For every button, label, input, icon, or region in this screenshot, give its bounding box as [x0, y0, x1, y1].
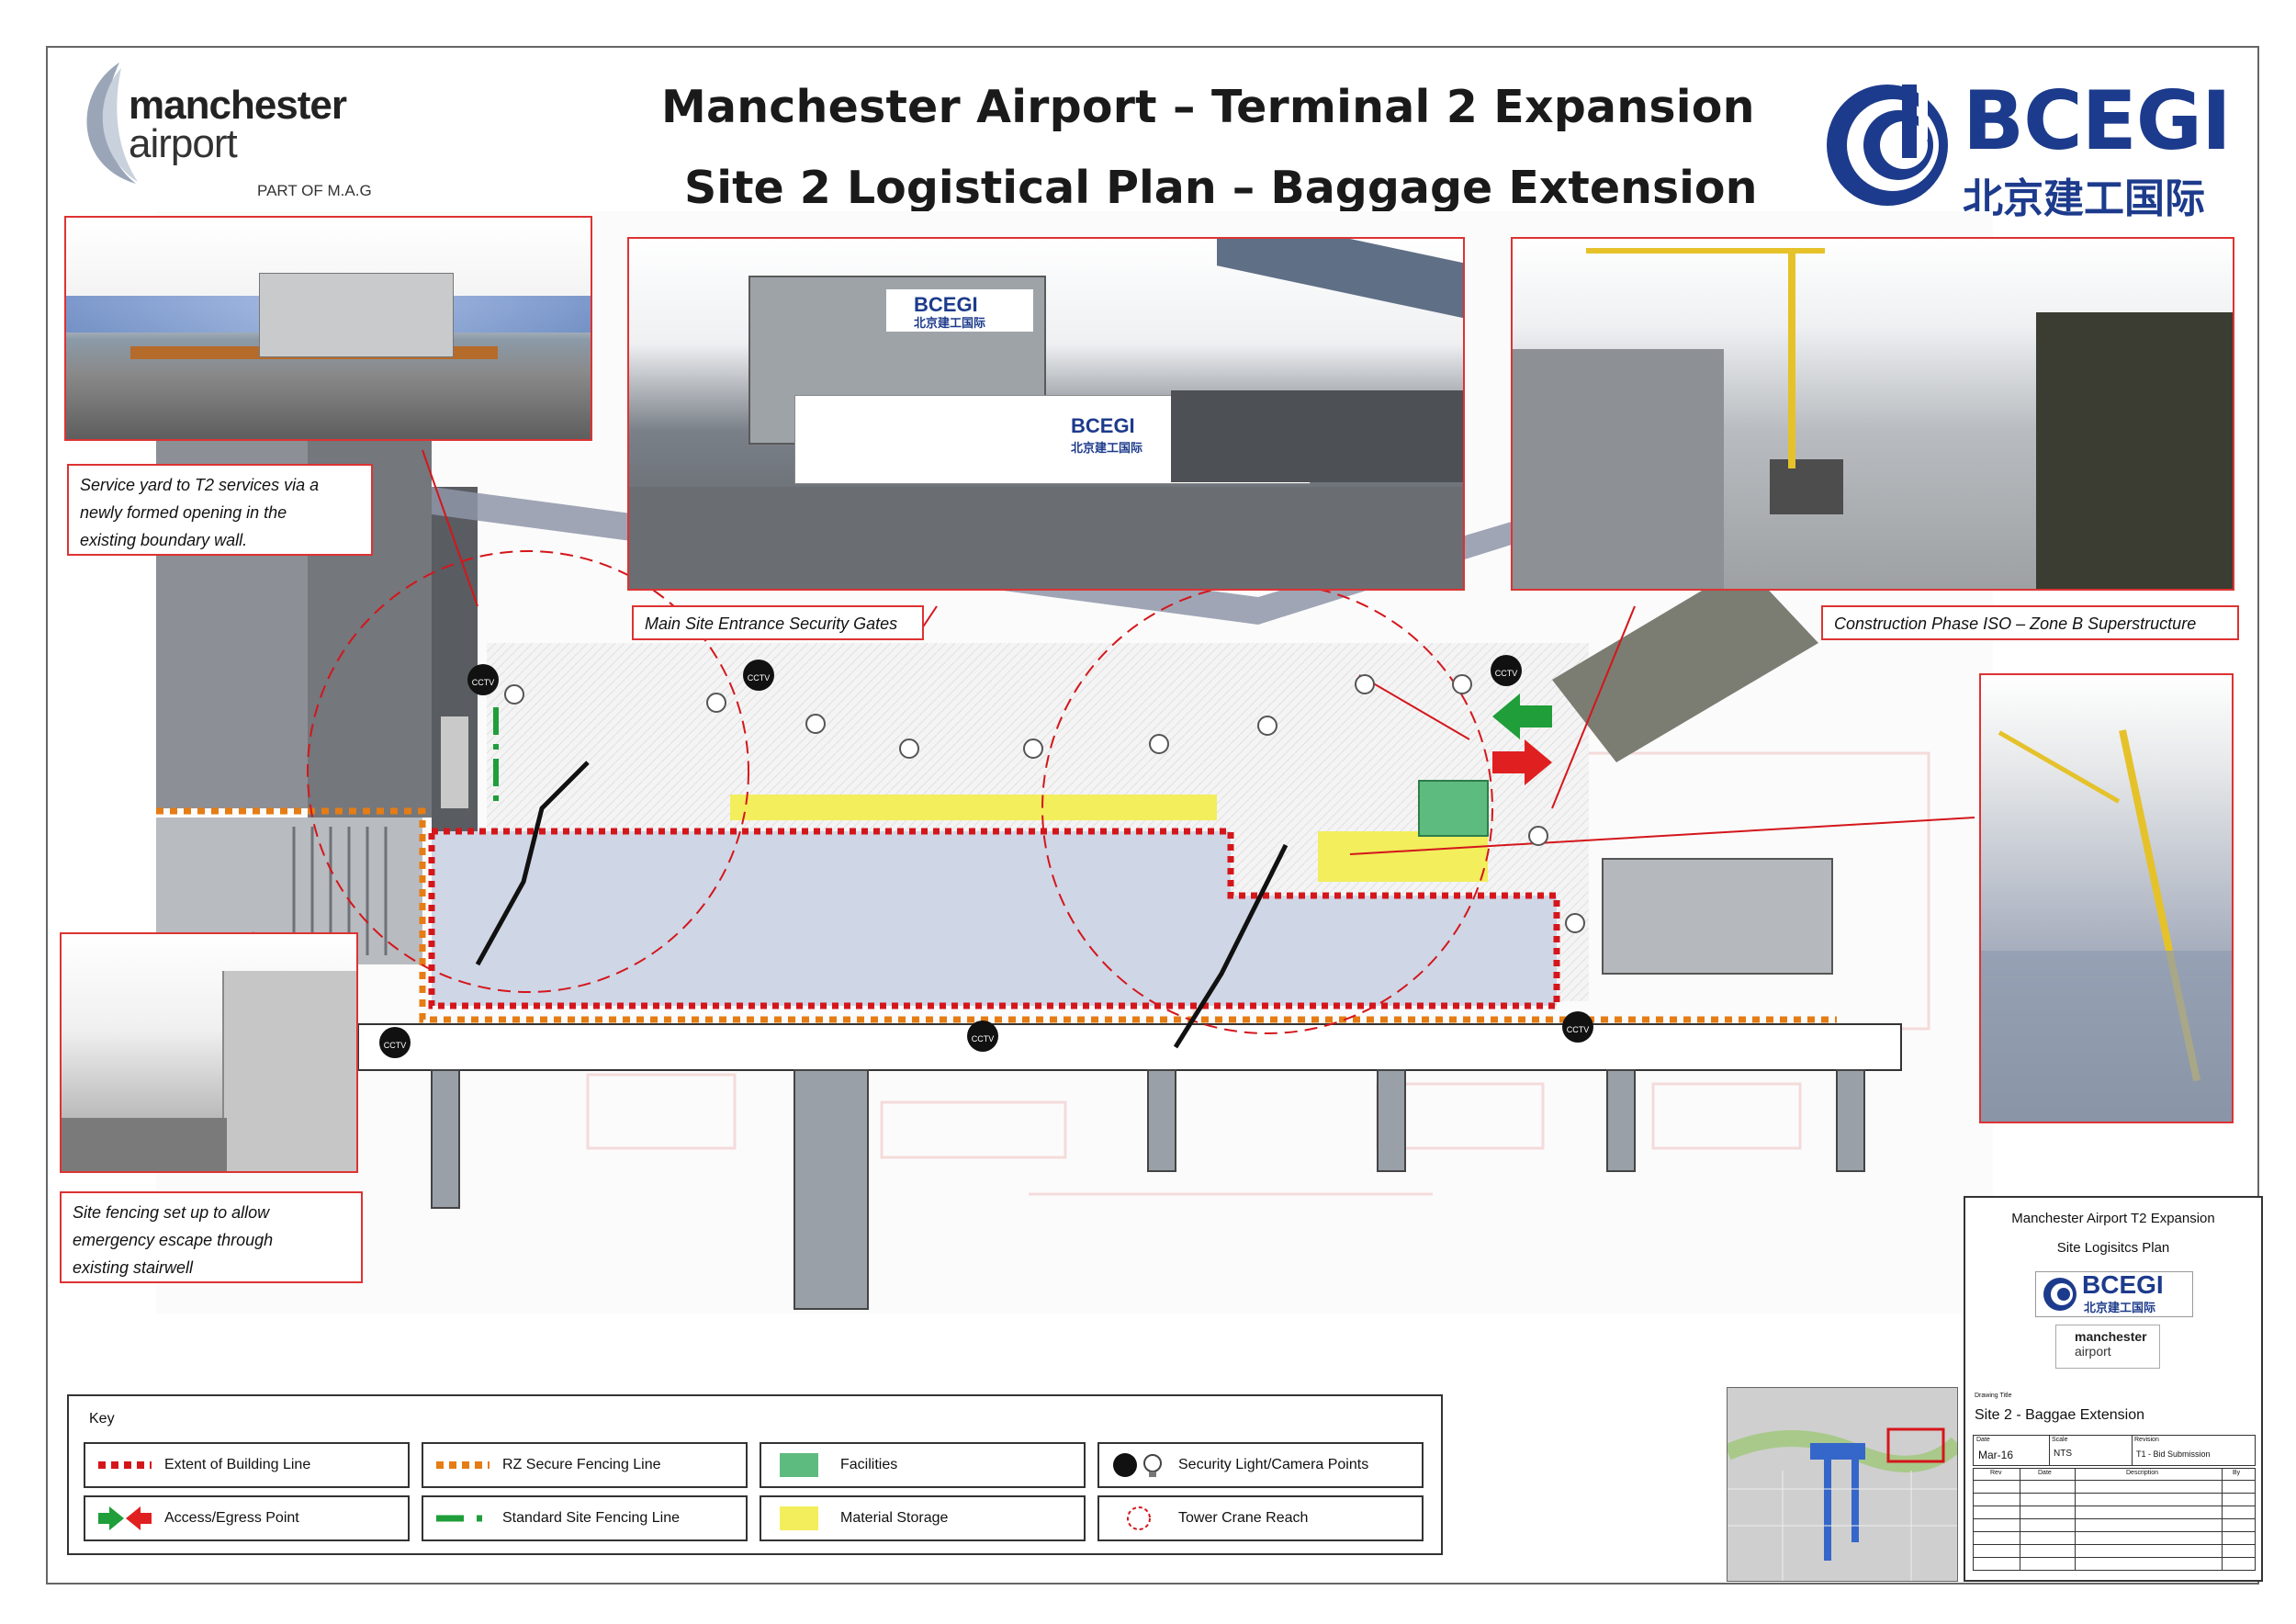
cctv-light-icon — [1113, 1453, 1162, 1477]
tb-client-logo: manchester airport — [2055, 1325, 2160, 1369]
tower-crane-reach-1 — [307, 550, 749, 993]
airport-swoosh-icon — [86, 62, 138, 184]
tb-bcegi-logo: BCEGI 北京建工国际 — [2035, 1270, 2193, 1317]
security-light-icon — [805, 714, 826, 734]
title-block: Manchester Airport T2 Expansion Site Log… — [1964, 1196, 2263, 1582]
legend-item-material-storage: Material Storage — [760, 1495, 1086, 1541]
client-name-line1: manchester — [129, 83, 347, 128]
client-name-line2: airport — [129, 121, 238, 166]
svg-text:CCTV: CCTV — [748, 673, 771, 682]
green-box-icon — [780, 1453, 818, 1477]
contractor-chinese-name: 北京建工国际 — [1963, 176, 2205, 221]
bcegi-emblem-icon — [2043, 1278, 2077, 1311]
green-dashed-line-icon — [436, 1515, 490, 1522]
security-light-icon — [1565, 913, 1585, 933]
link-tube — [1552, 565, 1818, 762]
extent-of-building-line — [428, 828, 1560, 1009]
legend-item-site-fencing: Standard Site Fencing Line — [422, 1495, 748, 1541]
svg-text:CCTV: CCTV — [972, 1034, 995, 1043]
site-facilities — [1418, 780, 1489, 837]
tb-plan: Site Logisitcs Plan — [2056, 1240, 2170, 1256]
tb-project: Manchester Airport T2 Expansion — [2011, 1211, 2215, 1226]
legend-item-access-egress: Access/Egress Point — [84, 1495, 410, 1541]
bcegi-logo: BCEGI 北京建工国际 — [1823, 73, 2232, 221]
callout-site-fencing: Site fencing set up to allow emergency e… — [60, 1191, 363, 1283]
photo-service-yard — [64, 216, 592, 441]
location-map — [1727, 1387, 1958, 1582]
svg-text:CCTV: CCTV — [1495, 669, 1518, 678]
cctv-camera-icon: CCTV — [467, 664, 499, 695]
legend-title: Key — [89, 1411, 115, 1427]
site-location-marker — [1810, 1443, 1865, 1460]
material-storage-east — [1318, 831, 1488, 882]
photo-site-fencing — [60, 932, 358, 1173]
cctv-camera-icon: CCTV — [1491, 655, 1522, 686]
tower-crane-jib-2 — [1173, 843, 1289, 1049]
svg-text:CCTV: CCTV — [1567, 1025, 1590, 1034]
tower-crane-jib-1 — [475, 761, 590, 966]
photo-main-entrance: BCEGI 北京建工国际 BCEGI 北京建工国际 — [627, 237, 1465, 591]
page-title: Manchester Airport – Terminal 2 Expansio… — [661, 81, 1755, 133]
contractor-name: BCEGI — [1963, 73, 2232, 168]
drawing-frame — [46, 46, 2259, 1585]
tb-drawing-title: Site 2 - Baggae Extension — [1975, 1407, 2145, 1423]
yellow-box-icon — [780, 1506, 818, 1530]
legend-item-facilities: Facilities — [760, 1442, 1086, 1488]
material-storage-main — [730, 795, 1217, 820]
callout-construction-phase: Construction Phase ISO – Zone B Superstr… — [1821, 605, 2239, 640]
zone-b-block — [1602, 858, 1833, 975]
manchester-airport-logo: manchester airport PART OF M.A.G — [64, 55, 377, 202]
svg-text:CCTV: CCTV — [384, 1041, 407, 1050]
site-highlight-box — [1886, 1427, 1945, 1463]
cabin-sign: BCEGI 北京建工国际 — [886, 289, 1033, 332]
tb-info-row: Date Mar-16 Scale NTS Revision T1 - Bid … — [1973, 1435, 2256, 1466]
tb-revision-table: Rev Date Description By — [1973, 1468, 2256, 1571]
legend-item-security-points: Security Light/Camera Points — [1097, 1442, 1424, 1488]
photo-zone-b-superstructure — [1511, 237, 2234, 591]
callout-service-yard: Service yard to T2 services via a newly … — [67, 464, 373, 556]
security-light-icon — [1257, 716, 1277, 736]
egress-arrow-icon — [1492, 739, 1552, 785]
red-dashed-circle-icon — [1127, 1506, 1151, 1530]
security-light-icon — [706, 693, 726, 713]
security-light-icon — [1528, 826, 1548, 846]
gate-piers — [431, 1069, 1865, 1310]
security-lights — [504, 674, 1585, 933]
security-light-icon — [504, 684, 524, 705]
cctv-camera-icon: CCTV — [379, 1027, 411, 1058]
security-light-icon — [899, 739, 919, 759]
apron-road — [357, 1023, 1902, 1071]
legend-item-building-line: Extent of Building Line — [84, 1442, 410, 1488]
callout-main-entrance: Main Site Entrance Security Gates — [632, 605, 924, 640]
legend: Key Extent of Building Line RZ Secure Fe… — [67, 1394, 1443, 1555]
security-light-icon — [1355, 674, 1375, 694]
security-light-icon — [1023, 739, 1043, 759]
tb-drawing-title-label: Drawing Title — [1975, 1393, 2012, 1399]
client-tagline: PART OF M.A.G — [257, 182, 372, 199]
cctv-camera-icon: CCTV — [967, 1021, 998, 1052]
legend-item-crane-reach: Tower Crane Reach — [1097, 1495, 1424, 1541]
building-footprint — [432, 831, 1557, 1006]
legend-item-rz-fencing: RZ Secure Fencing Line — [422, 1442, 748, 1488]
orange-dotted-line-icon — [436, 1461, 490, 1469]
security-light-icon — [1452, 674, 1472, 694]
cctv-camera-icon: CCTV — [743, 660, 774, 691]
access-arrow-icon — [1492, 694, 1552, 739]
cctv-camera-icon: CCTV — [1562, 1011, 1593, 1043]
bcegi-emblem-icon — [1827, 85, 1948, 206]
security-light-icon — [1149, 734, 1169, 754]
svg-text:CCTV: CCTV — [472, 678, 495, 687]
photo-crane-closeup — [1979, 673, 2234, 1123]
security-points: CCTV CCTV CCTV CCTV CCTV CCTV — [379, 655, 1593, 1058]
page-subtitle: Site 2 Logistical Plan – Baggage Extensi… — [684, 162, 1758, 214]
callout-pointers — [252, 449, 1975, 938]
green-red-arrows-icon — [98, 1506, 152, 1530]
red-dotted-line-icon — [98, 1461, 152, 1469]
